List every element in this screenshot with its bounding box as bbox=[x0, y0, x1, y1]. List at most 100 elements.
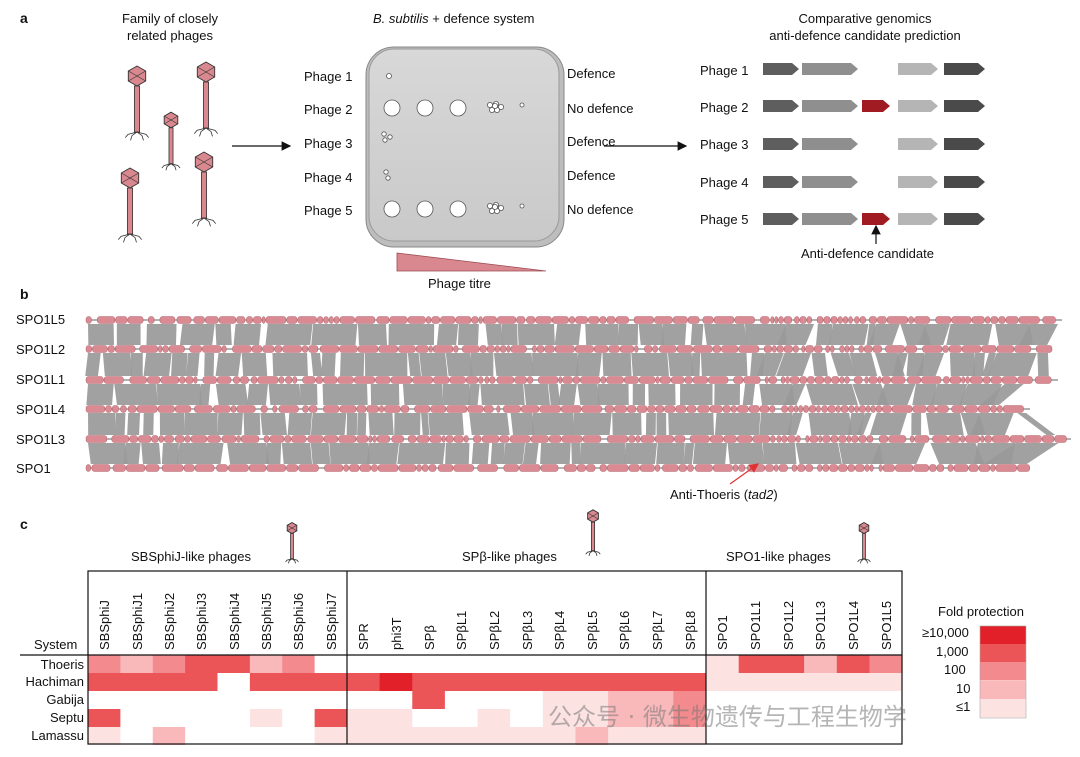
genome-gene bbox=[561, 405, 582, 413]
synteny-link bbox=[310, 443, 331, 464]
heatmap-cell bbox=[185, 655, 218, 673]
genome-gene bbox=[858, 435, 867, 443]
genome-gene bbox=[738, 464, 746, 472]
genome-gene bbox=[337, 376, 354, 384]
synteny-link bbox=[215, 384, 249, 405]
synteny-link bbox=[838, 443, 884, 464]
heatmap-cell bbox=[217, 673, 251, 691]
genome-gene bbox=[929, 464, 937, 472]
genome-gene bbox=[776, 345, 784, 353]
genome-gene bbox=[554, 345, 575, 353]
column-header-phage: SBSphiJ1 bbox=[129, 592, 145, 650]
genome-gene bbox=[794, 405, 799, 413]
genome-gene bbox=[713, 464, 733, 472]
genome-gene bbox=[483, 405, 494, 413]
fold-protection-heatmap bbox=[88, 655, 903, 745]
plaque bbox=[385, 175, 391, 181]
heatmap-cell bbox=[249, 691, 283, 709]
synteny-link bbox=[146, 324, 177, 345]
heatmap-cell bbox=[314, 709, 348, 727]
system-label: Gabija bbox=[46, 692, 84, 707]
synteny-link bbox=[346, 413, 358, 435]
heatmap-cell bbox=[836, 673, 870, 691]
genome-gene bbox=[431, 316, 440, 324]
heatmap-cell bbox=[640, 727, 674, 745]
synteny-link bbox=[983, 443, 1059, 464]
synteny-link bbox=[370, 384, 400, 405]
genome-gene bbox=[794, 316, 800, 324]
synteny-link bbox=[272, 353, 308, 376]
synteny-link bbox=[88, 413, 116, 435]
gene-arrow bbox=[944, 138, 985, 150]
heatmap-cell bbox=[836, 709, 870, 727]
genome-gene bbox=[882, 464, 895, 472]
synteny-link bbox=[102, 353, 133, 376]
genome-gene bbox=[801, 345, 806, 353]
heatmap-cell bbox=[869, 655, 903, 673]
genome-gene bbox=[261, 316, 266, 324]
genome-gene bbox=[446, 405, 468, 413]
synteny-link bbox=[428, 413, 464, 435]
genome-gene bbox=[92, 345, 108, 353]
genome-gene bbox=[532, 345, 537, 353]
synteny-link bbox=[532, 353, 579, 376]
genome-gene bbox=[824, 376, 832, 384]
genome-gene bbox=[544, 345, 555, 353]
synteny-link bbox=[490, 443, 505, 464]
genome-gene bbox=[463, 435, 469, 443]
genome-gene bbox=[839, 345, 845, 353]
heatmap-cell bbox=[575, 655, 609, 673]
genome-gene bbox=[416, 435, 430, 443]
synteny-link bbox=[436, 324, 459, 345]
genome-gene bbox=[160, 376, 179, 384]
synteny-link bbox=[88, 443, 128, 464]
synteny-link bbox=[268, 384, 302, 405]
synteny-link bbox=[442, 384, 471, 405]
synteny-link bbox=[548, 384, 561, 405]
heatmap-cell bbox=[640, 709, 674, 727]
gene-arrow bbox=[898, 176, 938, 188]
gene-arrow bbox=[763, 100, 799, 112]
synteny-link bbox=[683, 443, 695, 464]
genome-gene bbox=[803, 405, 809, 413]
heatmap-cell bbox=[152, 655, 186, 673]
genome-gene bbox=[949, 376, 962, 384]
heatmap-cell bbox=[217, 727, 251, 745]
genome-gene bbox=[772, 345, 777, 353]
heatmap-cell bbox=[88, 691, 121, 709]
plate-phage-label: Phage 1 bbox=[304, 69, 353, 84]
genome-label: SPO1 bbox=[16, 461, 51, 476]
heatmap-cell bbox=[510, 673, 544, 691]
genome-label: SPO1L2 bbox=[16, 342, 66, 357]
genome-gene bbox=[521, 405, 540, 413]
synteny-link bbox=[925, 413, 964, 435]
genome-gene bbox=[575, 316, 588, 324]
heatmap-cell bbox=[412, 655, 446, 673]
genome-gene bbox=[627, 405, 637, 413]
genome-gene bbox=[877, 376, 882, 384]
genome-gene bbox=[885, 345, 905, 353]
panel-c-label: c bbox=[20, 516, 28, 532]
synteny-link bbox=[523, 384, 551, 405]
gene-arrow bbox=[944, 100, 985, 112]
genome-gene bbox=[148, 316, 155, 324]
heatmap-cell bbox=[608, 673, 642, 691]
genome-gene bbox=[914, 316, 930, 324]
genome-gene bbox=[869, 464, 874, 472]
genome-gene bbox=[913, 464, 929, 472]
outcome-label: Defence bbox=[567, 66, 616, 81]
heatmap-cell bbox=[120, 709, 154, 727]
gene-arrow bbox=[802, 100, 858, 112]
genome-gene bbox=[633, 316, 654, 324]
genome-gene bbox=[398, 464, 417, 472]
genome-gene bbox=[205, 316, 219, 324]
gene-arrow bbox=[862, 213, 890, 225]
genome-gene bbox=[831, 376, 840, 384]
genome-gene bbox=[827, 405, 836, 413]
synteny-link bbox=[946, 324, 993, 345]
genome-gene bbox=[816, 405, 821, 413]
genome-gene bbox=[951, 316, 972, 324]
genome-gene bbox=[530, 435, 549, 443]
synteny-link bbox=[480, 384, 525, 405]
